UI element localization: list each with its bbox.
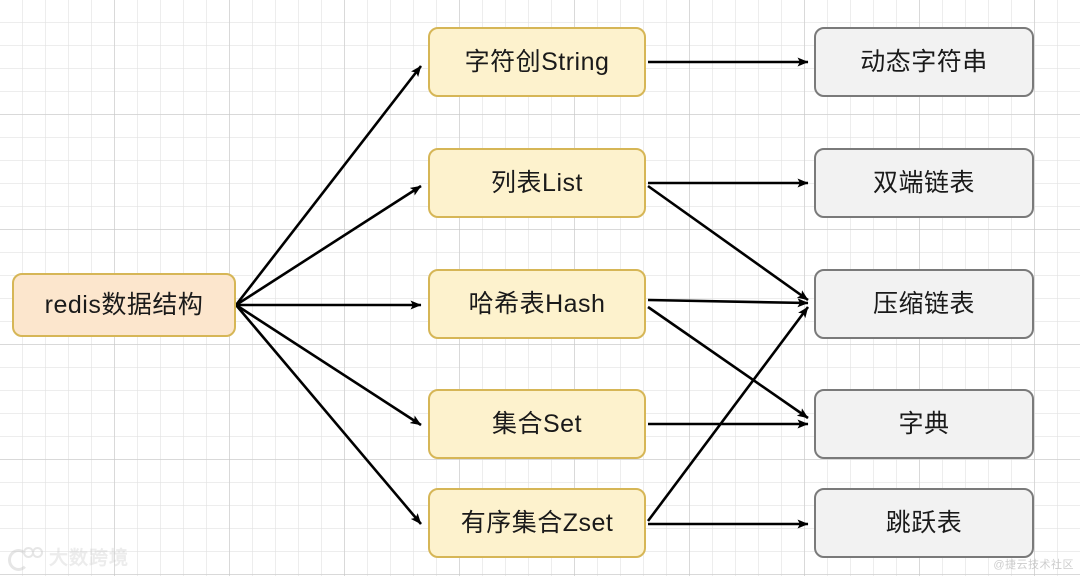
node-type-set[interactable]: 集合Set: [428, 389, 646, 459]
edge-root-set: [235, 303, 422, 427]
edge-hash-dict: [647, 305, 809, 420]
node-impl-linklist[interactable]: 双端链表: [814, 148, 1034, 218]
node-impl-sds[interactable]: 动态字符串: [814, 27, 1034, 97]
node-impl-ziplist[interactable]: 压缩链表: [814, 269, 1034, 339]
edge-list-ziplist: [647, 184, 809, 302]
watermark-left: 大数跨境: [8, 543, 130, 571]
node-type-list[interactable]: 列表List: [428, 148, 646, 218]
node-type-string[interactable]: 字符创String: [428, 27, 646, 97]
edge-zset-ziplist: [646, 306, 810, 522]
watermark-left-text: 大数跨境: [49, 548, 130, 569]
brand-logo-icon: [8, 546, 43, 571]
edge-root-string: [234, 65, 423, 306]
watermark-right-text: @捷云技术社区: [993, 559, 1074, 571]
edge-root-zset: [235, 304, 422, 525]
node-impl-skiplist[interactable]: 跳跃表: [814, 488, 1034, 558]
node-root[interactable]: redis数据结构: [12, 273, 236, 337]
node-type-hash[interactable]: 哈希表Hash: [428, 269, 646, 339]
edge-root-list: [235, 184, 422, 307]
node-type-zset[interactable]: 有序集合Zset: [428, 488, 646, 558]
edge-hash-ziplist: [647, 298, 809, 308]
node-impl-dict[interactable]: 字典: [814, 389, 1034, 459]
